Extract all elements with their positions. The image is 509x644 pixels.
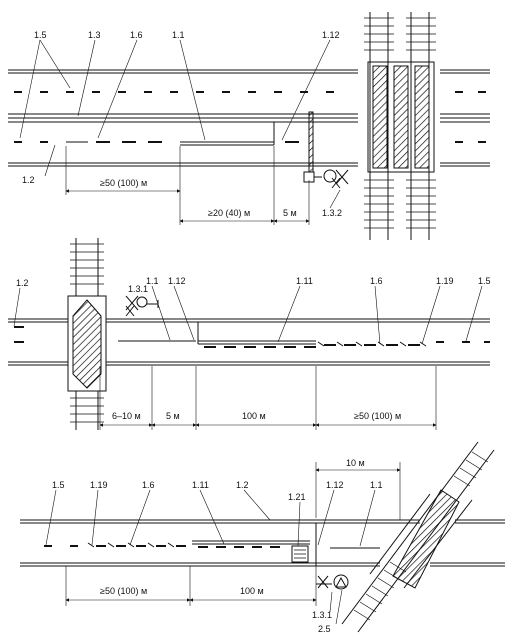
bottom-dim-100: 100 м	[240, 586, 264, 596]
middle-dim-5: 5 м	[166, 411, 180, 421]
top-dim-5: 5 м	[283, 208, 297, 218]
middle-leaders	[13, 285, 483, 345]
bottom-dim-50: ≥50 (100) м	[100, 586, 147, 596]
top-road	[8, 69, 490, 167]
bottom-label-1-11: 1.11	[192, 480, 209, 490]
bottom-label-1-3-1: 1.3.1	[312, 610, 332, 620]
middle-label-1-19: 1.19	[436, 276, 454, 286]
middle-label-1-1: 1.1	[146, 276, 159, 286]
middle-label-1-2: 1.2	[16, 278, 29, 288]
middle-label-1-12: 1.12	[168, 276, 186, 286]
middle-railway	[67, 238, 107, 430]
bottom-label-1-2: 1.2	[236, 480, 249, 490]
bottom-leaders	[45, 489, 376, 625]
bottom-dims	[65, 462, 401, 606]
bottom-label-1-21: 1.21	[288, 492, 306, 502]
middle-label-1-3-1: 1.3.1	[128, 284, 148, 294]
top-label-1-6: 1.6	[130, 30, 143, 40]
middle-label-1-6: 1.6	[370, 276, 383, 286]
bottom-label-1-19: 1.19	[90, 480, 108, 490]
bottom-label-2-5: 2.5	[318, 624, 331, 634]
top-dashes-upper	[14, 91, 486, 93]
bottom-scene: 10 м 1.5 1.19 1.6 1.11 1.2 1.21 1.12 1.1…	[20, 441, 505, 634]
top-railway	[364, 12, 436, 240]
top-label-1-5: 1.5	[34, 30, 47, 40]
middle-label-1-5: 1.5	[478, 276, 491, 286]
middle-dim-100: 100 м	[242, 411, 266, 421]
top-leaders	[19, 39, 341, 209]
middle-dims	[99, 366, 437, 430]
bottom-road	[20, 519, 505, 567]
bottom-railway	[341, 441, 495, 633]
bottom-label-1-12: 1.12	[326, 480, 344, 490]
top-dim-50: ≥50 (100) м	[100, 178, 147, 188]
bottom-label-1-1: 1.1	[370, 480, 383, 490]
top-label-1-3: 1.3	[88, 30, 101, 40]
middle-sign	[125, 295, 159, 317]
top-label-1-12: 1.12	[322, 30, 340, 40]
top-scene: 1.5 1.3 1.6 1.1 1.12 1.2 1.3.2 ≥50 (100)…	[8, 12, 490, 240]
top-label-1-3-2: 1.3.2	[322, 208, 342, 218]
top-dims	[65, 146, 310, 225]
top-label-1-2: 1.2	[22, 175, 35, 185]
bottom-stop-text	[291, 545, 309, 563]
middle-dim-6-10: 6–10 м	[112, 411, 141, 421]
bottom-label-1-6: 1.6	[142, 480, 155, 490]
top-rail-ties	[364, 17, 436, 229]
middle-scene: 1.3.1 1.1 1.12 1.2 1.11 1.6 1.19 1.5 6–1…	[8, 238, 491, 430]
top-label-1-1: 1.1	[172, 30, 185, 40]
middle-label-1-11: 1.11	[296, 276, 313, 286]
top-dim-20: ≥20 (40) м	[208, 208, 250, 218]
bottom-sign	[316, 574, 349, 590]
middle-dim-50: ≥50 (100) м	[354, 411, 401, 421]
top-barrier	[303, 111, 349, 189]
bottom-dim-10: 10 м	[346, 458, 365, 468]
bottom-label-1-5: 1.5	[52, 480, 65, 490]
top-dashes-lower	[14, 122, 486, 146]
